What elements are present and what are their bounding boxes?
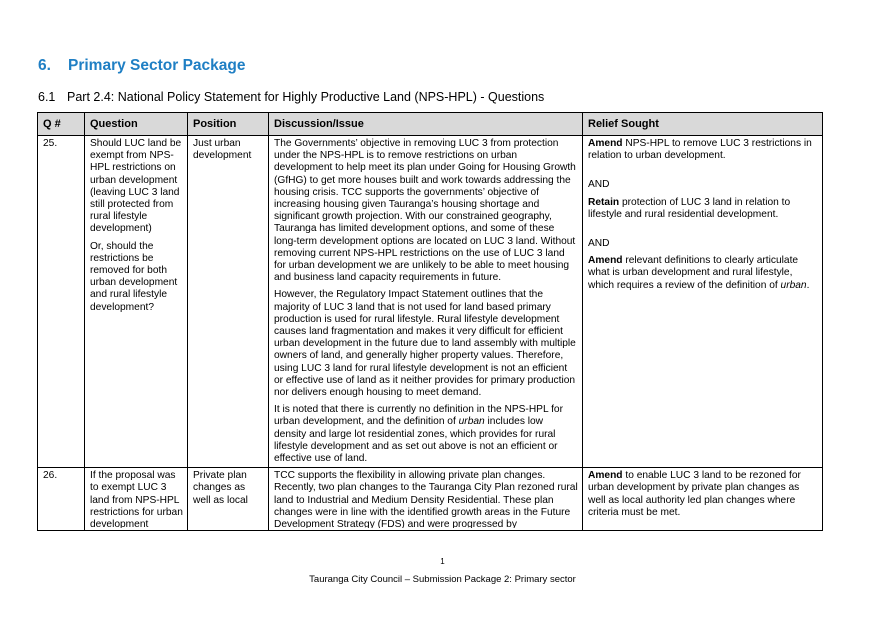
- relief-paragraph: Amend to enable LUC 3 land to be rezoned…: [588, 470, 818, 528]
- cell-relief: Amend to enable LUC 3 land to be rezoned…: [582, 467, 823, 532]
- relief-text: to enable LUC 3 land to be rezoned for u…: [588, 470, 801, 518]
- relief-paragraph: Retain protection of LUC 3 land in relat…: [588, 197, 818, 221]
- cell-discussion: TCC supports the flexibility in allowing…: [268, 467, 583, 532]
- discussion-paragraph: The Governments’ objective in removing L…: [274, 138, 576, 284]
- relief-keyword: Amend: [588, 470, 623, 482]
- position-text: Private plan changes as well as local: [193, 470, 248, 506]
- cell-q: 26.: [37, 467, 85, 532]
- header-relief: Relief Sought: [582, 112, 823, 136]
- table-row: 26. If the proposal was to exempt LUC 3 …: [37, 467, 823, 532]
- relief-paragraph: Amend relevant definitions to clearly ar…: [588, 255, 818, 292]
- header-position: Position: [187, 112, 269, 136]
- discussion-text: It is noted that there is currently no d…: [274, 404, 563, 428]
- table-row: 25. Should LUC land be exempt from NPS-H…: [37, 134, 823, 469]
- header-q: Q #: [37, 112, 85, 136]
- relief-italic: urban: [780, 279, 807, 291]
- question-text: Or, should the restrictions be removed f…: [90, 240, 178, 313]
- relief-and: AND: [588, 238, 610, 250]
- cell-position: Private plan changes as well as local: [187, 467, 269, 532]
- relief-keyword: Amend: [588, 138, 623, 149]
- discussion-paragraph: It is noted that there is currently no d…: [274, 404, 578, 465]
- cell-position: Just urban development: [187, 134, 269, 469]
- question-text: Should LUC land be exempt from NPS-HPL r…: [90, 138, 182, 235]
- relief-and: AND: [588, 179, 610, 191]
- subsection-heading: 6.1 Part 2.4: National Policy Statement f…: [38, 90, 544, 104]
- relief-text: .: [806, 279, 810, 291]
- section-title: Primary Sector Package: [68, 57, 246, 74]
- discussion-paragraph: However, the Regulatory Impact Statement…: [274, 289, 576, 399]
- table-header-row: Q # Question Position Discussion/Issue R…: [37, 112, 823, 136]
- cell-relief: Amend NPS-HPL to remove LUC 3 restrictio…: [582, 134, 823, 469]
- question-text: If the proposal was to exempt LUC 3 land…: [90, 470, 183, 529]
- subsection-title: Part 2.4: National Policy Statement for …: [67, 90, 545, 104]
- header-discussion: Discussion/Issue: [268, 112, 583, 136]
- relief-text: relevant definitions to clearly articula…: [588, 255, 799, 291]
- cell-q: 25.: [37, 134, 85, 469]
- relief-paragraph: Amend NPS-HPL to remove LUC 3 restrictio…: [588, 138, 818, 162]
- q-text: 26.: [43, 470, 58, 482]
- discussion-italic: urban: [458, 416, 485, 428]
- relief-text: protection of LUC 3 land in relation to …: [588, 196, 791, 220]
- relief-text: NPS-HPL to remove LUC 3 restrictions in …: [588, 138, 812, 162]
- discussion-paragraph: TCC supports the flexibility in allowing…: [274, 470, 578, 529]
- questions-table: Q # Question Position Discussion/Issue R…: [37, 112, 823, 532]
- relief-keyword: Retain: [588, 196, 620, 208]
- subsection-number: 6.1: [38, 90, 56, 104]
- cell-question: If the proposal was to exempt LUC 3 land…: [84, 467, 188, 532]
- cell-question: Should LUC land be exempt from NPS-HPL r…: [84, 134, 188, 469]
- page-footer: Tauranga City Council – Submission Packa…: [309, 574, 576, 585]
- relief-keyword: Amend: [588, 255, 623, 267]
- header-question: Question: [84, 112, 188, 136]
- cell-discussion: The Governments’ objective in removing L…: [268, 134, 583, 469]
- discussion-text: includes low density and large lot resid…: [274, 416, 558, 465]
- page-number: 1: [440, 557, 445, 566]
- section-heading: 6. Primary Sector Package: [38, 57, 246, 75]
- section-number: 6.: [38, 57, 51, 74]
